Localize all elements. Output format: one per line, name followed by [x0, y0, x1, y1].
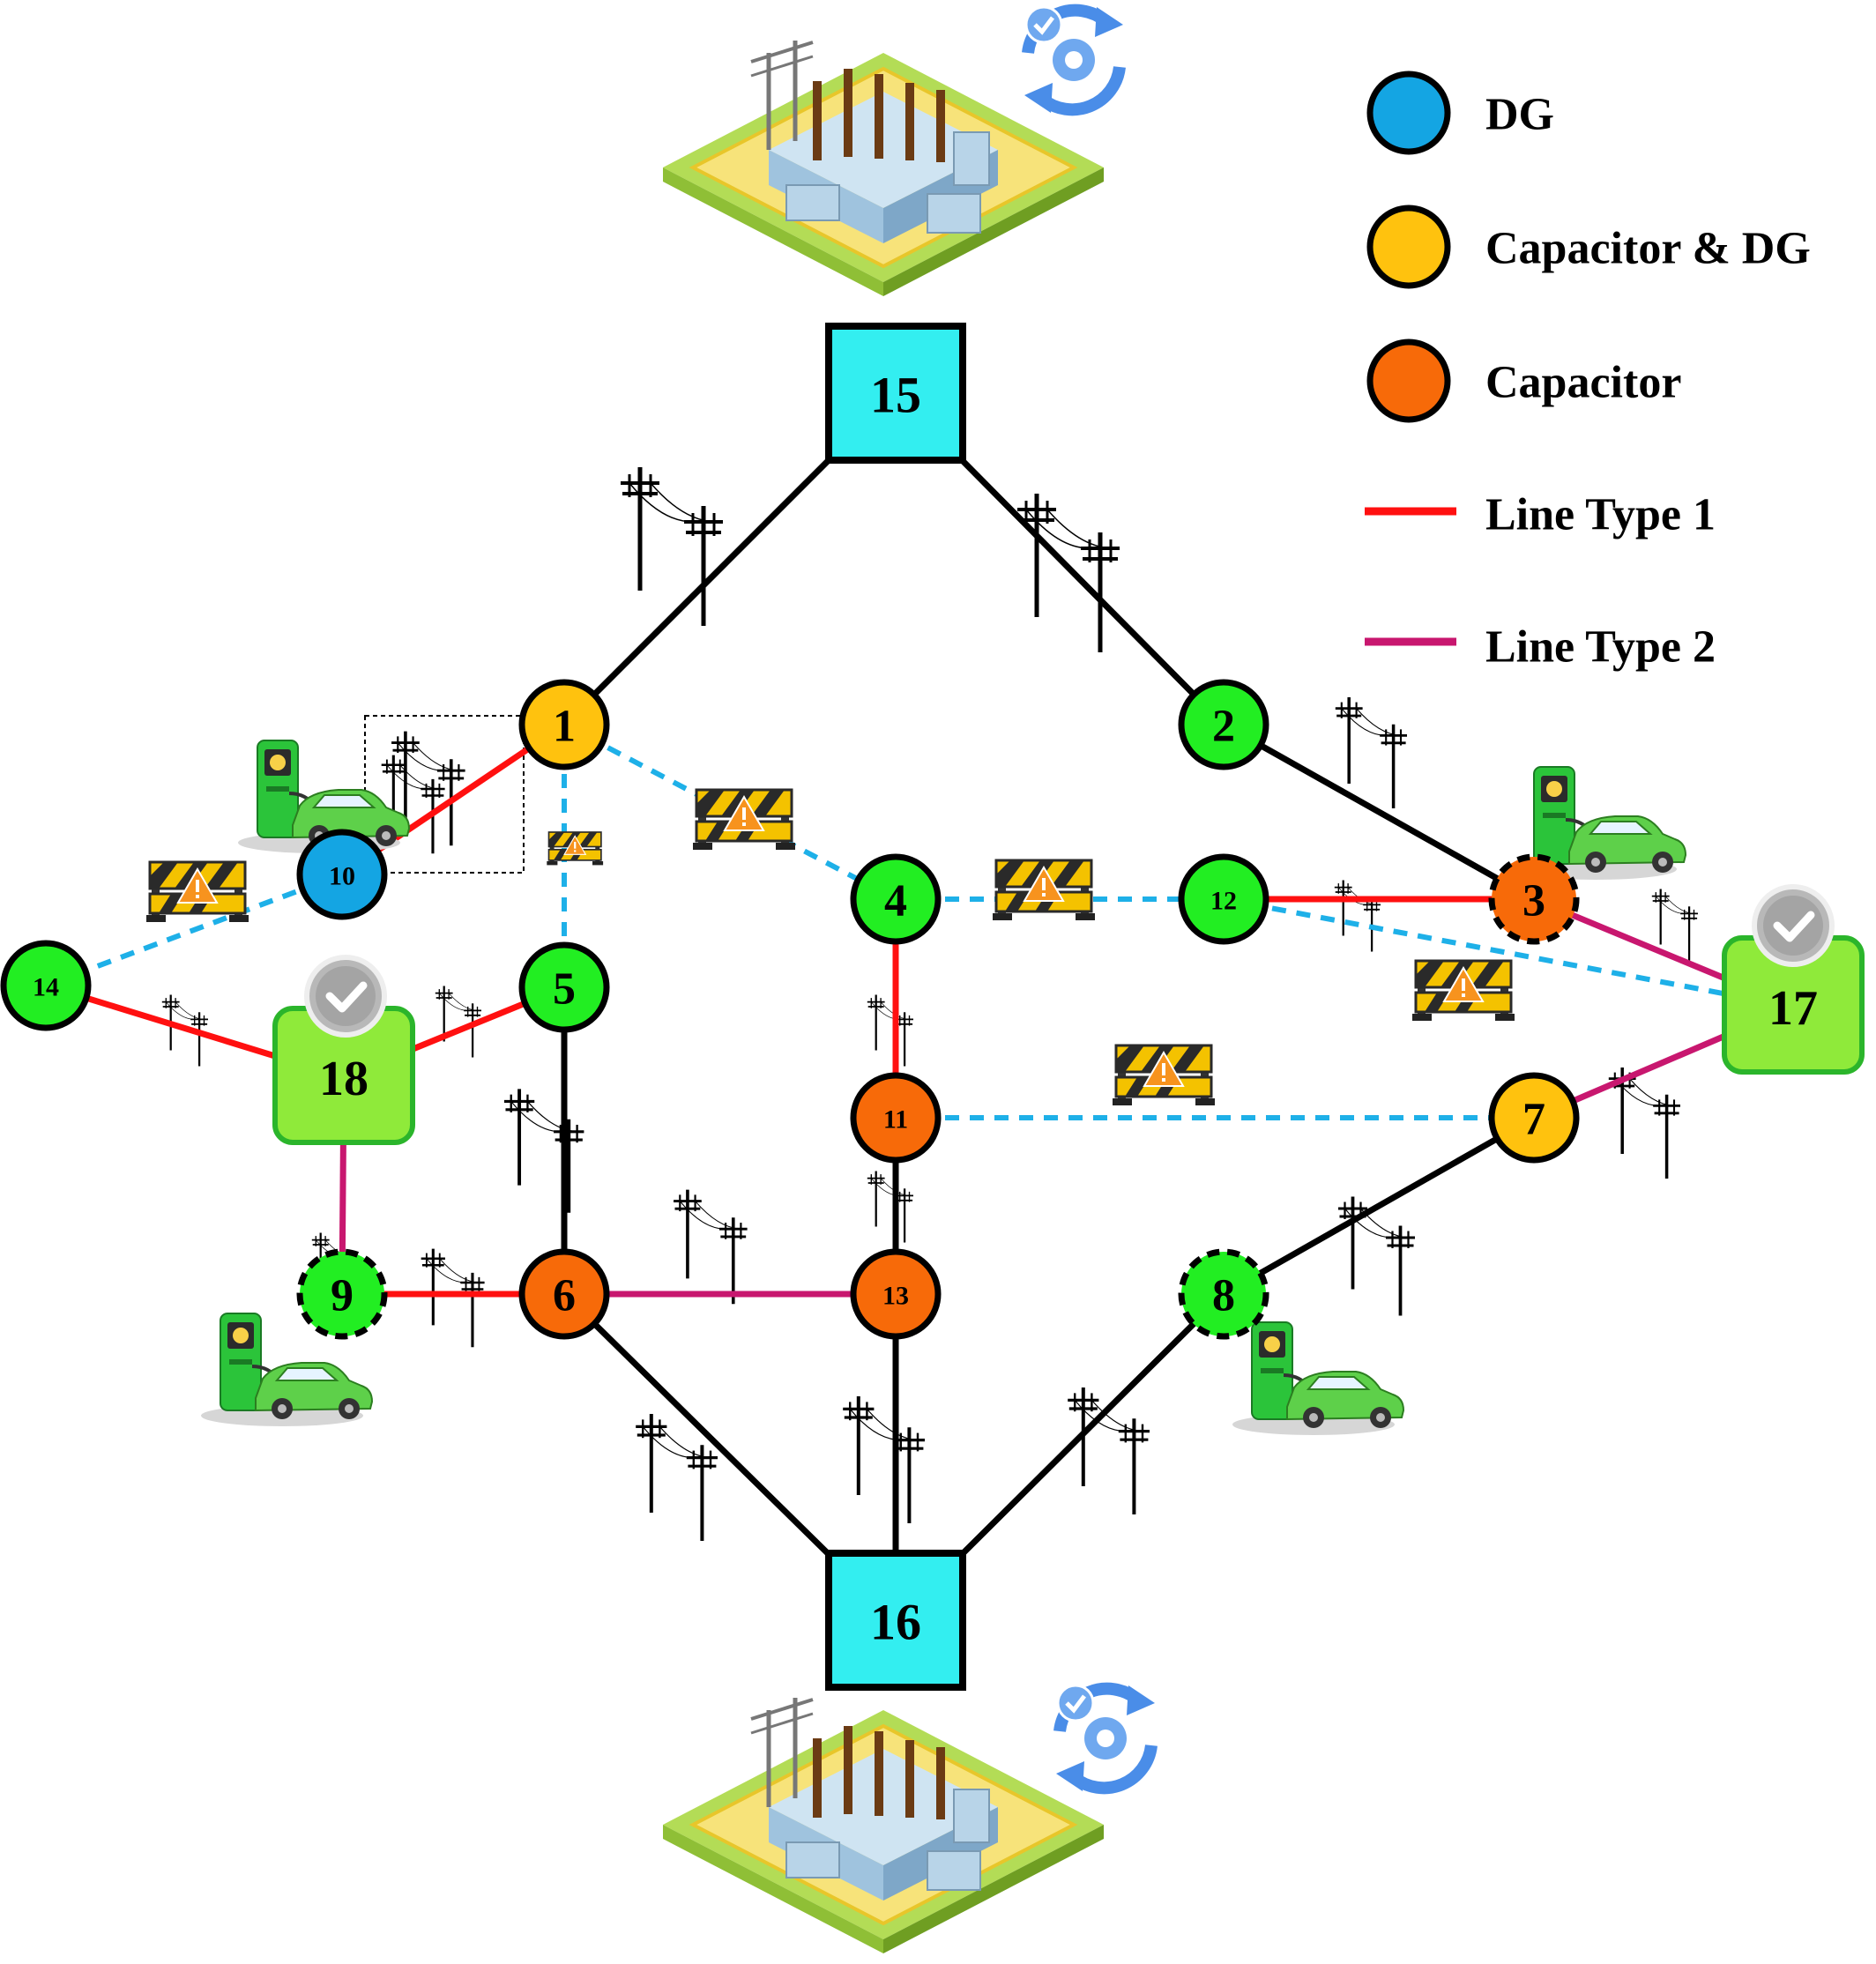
node-label-3: 3 — [1522, 876, 1545, 926]
utility-pole-icon — [866, 993, 915, 1068]
sync-gear-icon — [1024, 7, 1123, 113]
legend-label-line-type-1: Line Type 1 — [1485, 490, 1716, 540]
utility-pole-icon — [1336, 1194, 1417, 1318]
node-15: 15 — [825, 323, 966, 464]
legend-item-line-type-1: Line Type 1 — [1365, 490, 1716, 540]
bus-circle — [296, 1248, 388, 1340]
node-label-10: 10 — [329, 862, 355, 891]
edge-1-4 — [562, 722, 897, 902]
warning-barrier-icon — [145, 860, 250, 924]
bus-circle — [1178, 1248, 1269, 1340]
bus-circle — [518, 1248, 610, 1340]
utility-pole-icon — [672, 1187, 749, 1306]
node-3: 3 — [1488, 853, 1580, 945]
checkmark-badge-icon — [307, 957, 384, 1035]
highlight-box — [364, 715, 525, 874]
warning-barrier-icon — [1411, 959, 1516, 1023]
substation-box — [825, 323, 966, 464]
node-label-14: 14 — [33, 973, 59, 1002]
edge-12-17 — [1223, 896, 1794, 1009]
edge-2-3 — [1222, 721, 1536, 903]
node-10: 10 — [296, 829, 388, 920]
node-2: 2 — [1178, 679, 1269, 770]
bus-circle — [0, 940, 92, 1031]
utility-pole-icon — [843, 1396, 925, 1523]
node-14: 14 — [0, 940, 92, 1031]
substation-icon — [663, 1698, 1104, 1953]
node-label-5: 5 — [553, 964, 576, 1015]
bus-circle — [296, 829, 388, 920]
edge-7-8 — [1222, 1114, 1536, 1298]
node-label-18: 18 — [319, 1052, 368, 1106]
node-7: 7 — [1488, 1072, 1580, 1164]
dg-swatch — [1366, 71, 1451, 155]
bus-circle — [1488, 853, 1580, 945]
node-label-6: 6 — [553, 1271, 576, 1321]
node-label-17: 17 — [1768, 981, 1818, 1036]
node-label-12: 12 — [1210, 887, 1237, 916]
substation-icon — [663, 41, 1104, 296]
legend-label-line-type-2: Line Type 2 — [1485, 622, 1716, 673]
node-11: 11 — [850, 1072, 942, 1164]
bus-circle — [518, 679, 610, 770]
utility-pole-icon — [1333, 879, 1382, 953]
bus-circle — [850, 1248, 942, 1340]
utility-pole-icon — [1017, 494, 1120, 652]
bus-circle — [850, 1072, 942, 1164]
edge-10-14 — [44, 872, 344, 988]
legend-item-line-type-2: Line Type 2 — [1365, 622, 1716, 673]
node-label-8: 8 — [1212, 1271, 1235, 1321]
legend-item-dg: DG — [1366, 71, 1554, 155]
utility-pole-icon — [420, 1247, 487, 1349]
node-label-2: 2 — [1212, 702, 1235, 752]
node-label-1: 1 — [553, 702, 576, 752]
decorations — [160, 7, 1700, 1953]
utility-pole-icon — [502, 1087, 586, 1215]
capacitor-dg-swatch — [1366, 205, 1451, 289]
node-label-15: 15 — [870, 367, 921, 424]
legend-label-dg: DG — [1485, 90, 1554, 140]
node-13: 13 — [850, 1248, 942, 1340]
node-16: 16 — [825, 1550, 966, 1691]
bus-circle — [1488, 1072, 1580, 1164]
node-label-11: 11 — [883, 1105, 908, 1135]
capacitor-swatch — [1366, 338, 1451, 423]
warning-barrier-icon — [691, 788, 797, 852]
legend-label-capacitor-dg: Capacitor & DG — [1485, 224, 1811, 274]
bus-circle — [1178, 679, 1269, 770]
substation-box — [825, 1550, 966, 1691]
node-12: 12 — [1178, 853, 1269, 945]
node-label-16: 16 — [870, 1594, 921, 1651]
warning-barrier-icon — [1111, 1044, 1217, 1107]
node-9: 9 — [296, 1248, 388, 1340]
node-1: 1 — [518, 679, 610, 770]
warning-barrier-icon — [991, 859, 1097, 922]
ev-charging-car-icon — [1231, 1320, 1405, 1437]
node-4: 4 — [850, 853, 942, 945]
ev-stations — [199, 739, 1687, 1437]
legend-label-capacitor: Capacitor — [1485, 358, 1681, 408]
legend-item-capacitor-dg: Capacitor & DG — [1366, 205, 1811, 289]
bus-circle — [518, 941, 610, 1033]
legend-item-capacitor: Capacitor — [1366, 338, 1681, 423]
sync-gear-icon — [1056, 1685, 1155, 1791]
node-5: 5 — [518, 941, 610, 1033]
node-label-13: 13 — [882, 1282, 909, 1311]
node-label-7: 7 — [1522, 1095, 1545, 1145]
legend: DG Capacitor & DG Capacitor Line Type 1 … — [1365, 71, 1811, 673]
node-label-4: 4 — [884, 876, 907, 926]
warning-barrier-icon — [546, 831, 604, 867]
utility-pole-icon — [866, 1170, 915, 1244]
utility-pole-icon — [621, 467, 723, 626]
bus-circle — [850, 853, 942, 945]
node-6: 6 — [518, 1248, 610, 1340]
bus-circle — [1178, 853, 1269, 945]
node-label-9: 9 — [331, 1271, 354, 1321]
node-8: 8 — [1178, 1248, 1269, 1340]
checkmark-badge-icon — [1754, 887, 1832, 964]
